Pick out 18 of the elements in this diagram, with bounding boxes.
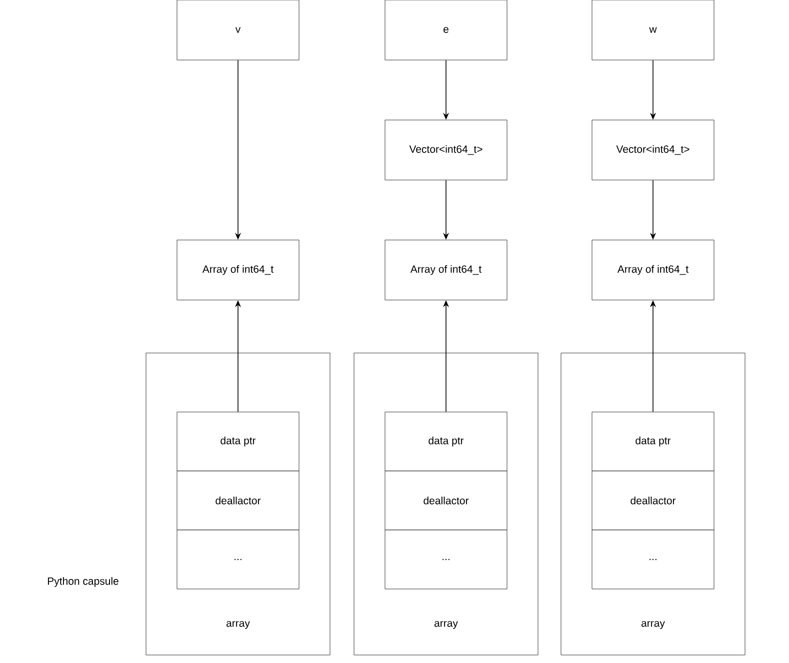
- field-cell: data ptr: [176, 412, 300, 472]
- process-box: e: [384, 0, 508, 60]
- side-label: Python capsule: [48, 577, 118, 587]
- process-box: Vector<int64_t>: [384, 120, 508, 180]
- process-box: Array of int64_t: [592, 240, 714, 300]
- field-cell: data ptr: [384, 412, 508, 472]
- field-cell: data ptr: [592, 412, 714, 472]
- process-box: Vector<int64_t>: [592, 120, 714, 180]
- process-box: Array of int64_t: [384, 240, 508, 300]
- field-cell: ...: [592, 530, 714, 590]
- field-cell: deallactor: [176, 470, 300, 530]
- field-cell: ...: [176, 530, 300, 590]
- field-cell: ...: [384, 530, 508, 590]
- process-box: Array of int64_t: [176, 240, 300, 300]
- field-cell: deallactor: [384, 470, 508, 530]
- process-box: w: [592, 0, 714, 60]
- field-cell: deallactor: [592, 470, 714, 530]
- process-box: v: [176, 0, 300, 60]
